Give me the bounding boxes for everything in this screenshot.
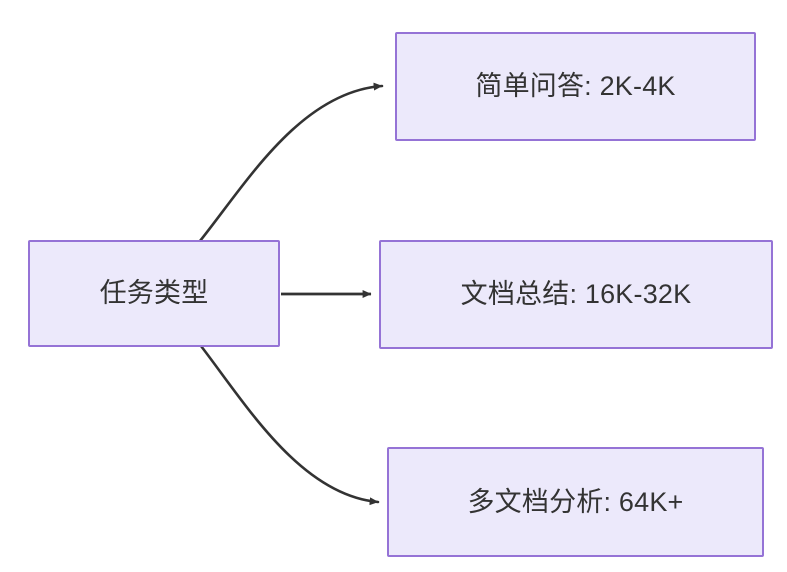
node-simple-qa[interactable]: 简单问答: 2K-4K: [395, 32, 756, 141]
edge-root-simple-qa: [198, 82, 384, 243]
node-doc-summary-label: 文档总结: 16K-32K: [460, 279, 692, 310]
node-doc-summary[interactable]: 文档总结: 16K-32K: [379, 240, 773, 349]
edge-root-multi-doc: [199, 344, 380, 506]
node-simple-qa-label: 简单问答: 2K-4K: [475, 71, 676, 102]
node-root[interactable]: 任务类型: [28, 240, 280, 347]
node-multi-doc-label: 多文档分析: 64K+: [467, 486, 684, 517]
node-multi-doc[interactable]: 多文档分析: 64K+: [387, 447, 764, 557]
node-root-label: 任务类型: [99, 278, 209, 309]
